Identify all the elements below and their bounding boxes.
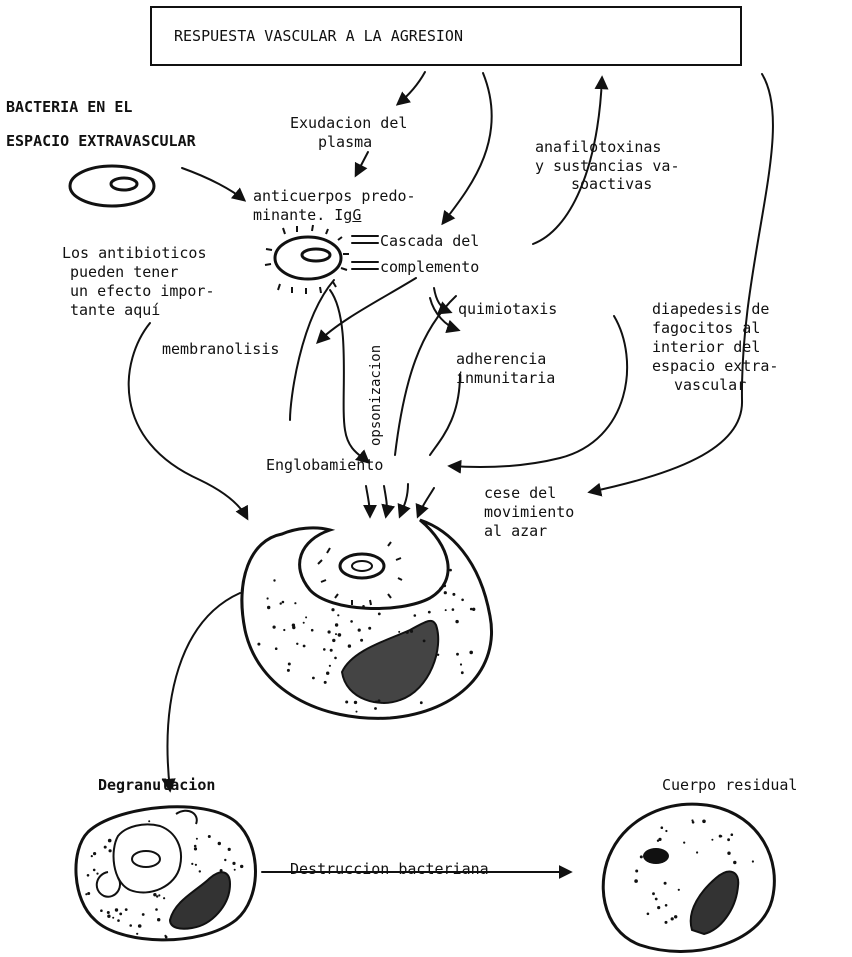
label-diapedesis-line2: fagocitos al — [652, 319, 760, 338]
label-anticuerpos-line1: anticuerpos predo- — [253, 187, 416, 206]
bacterium-extravascular — [70, 166, 154, 206]
label-adherencia-line1: adherencia — [456, 350, 546, 369]
opsonized-bacterium — [265, 225, 349, 294]
label-englobamiento: Englobamiento — [266, 456, 383, 475]
label-bacteria-line2: ESPACIO EXTRAVASCULAR — [6, 132, 196, 151]
label-diapedesis-line1: diapedesis de — [652, 300, 769, 319]
phagocyte-engulfing — [242, 520, 492, 718]
arrow-title-to-diapedesis — [590, 74, 773, 492]
label-membranolisis: membranolisis — [162, 340, 279, 359]
label-exudacion-line2: plasma — [318, 133, 372, 152]
label-exudacion-line1: Exudacion del — [290, 114, 407, 133]
label-quimiotaxis: quimiotaxis — [458, 300, 557, 319]
arrow-exudacion-to-anticuerpos — [356, 152, 368, 175]
arrow-to-adherencia — [430, 298, 458, 330]
arrow-quimiotaxis-to-englobamiento — [450, 316, 627, 467]
arrow-bacteria-to-anticuerpos — [182, 168, 244, 200]
label-bacteria-line1: BACTERIA EN EL — [6, 98, 132, 117]
title-box: RESPUESTA VASCULAR A LA AGRESION — [150, 6, 742, 66]
diagram-title: RESPUESTA VASCULAR A LA AGRESION — [174, 27, 463, 46]
label-antibioticos-line4: tante aquí — [70, 301, 160, 320]
label-destruccion: Destruccion bacteriana — [290, 860, 489, 879]
label-cese-line1: cese del — [484, 484, 556, 503]
arrow-title-to-cascada — [443, 73, 492, 223]
label-cese-line2: movimiento — [484, 503, 574, 522]
antibody-arrows — [366, 484, 434, 516]
label-opsonizacion: opsonizacion — [368, 345, 384, 446]
label-anafilotoxinas-line3: soactivas — [571, 175, 652, 194]
arrow-to-membranolisis — [318, 278, 416, 342]
arrow-to-quimiotaxis — [434, 288, 450, 312]
arrow-opsonizacion-to-englobamiento — [330, 290, 368, 462]
label-diapedesis-line5: vascular — [674, 376, 746, 395]
label-antibioticos-line3: un efecto impor- — [70, 282, 215, 301]
label-degranulacion: Degranulacion — [98, 776, 215, 795]
arrow-to-degranulacion — [168, 593, 240, 790]
arrow-title-to-exudacion — [398, 72, 425, 104]
label-diapedesis-line3: interior del — [652, 338, 760, 357]
label-cascada-line2: complemento — [380, 258, 479, 277]
arrow-bacterium-down — [290, 280, 334, 420]
label-cuerpo-residual: Cuerpo residual — [662, 776, 797, 795]
degranulating-phagocyte — [76, 807, 256, 940]
label-anticuerpos-line2: minante. IgG — [253, 206, 361, 225]
label-cese-line3: al azar — [484, 522, 547, 541]
label-anafilotoxinas-line2: y sustancias va- — [535, 157, 680, 176]
label-diapedesis-line4: espacio extra- — [652, 357, 778, 376]
complement-binding-lines — [352, 236, 378, 269]
residual-body-cell — [603, 804, 774, 951]
label-antibioticos-line2: pueden tener — [70, 263, 178, 282]
label-cascada-line1: Cascada del — [380, 232, 479, 251]
label-anafilotoxinas-line1: anafilotoxinas — [535, 138, 661, 157]
label-adherencia-line2: inmunitaria — [456, 369, 555, 388]
label-antibioticos-line1: Los antibioticos — [62, 244, 207, 263]
